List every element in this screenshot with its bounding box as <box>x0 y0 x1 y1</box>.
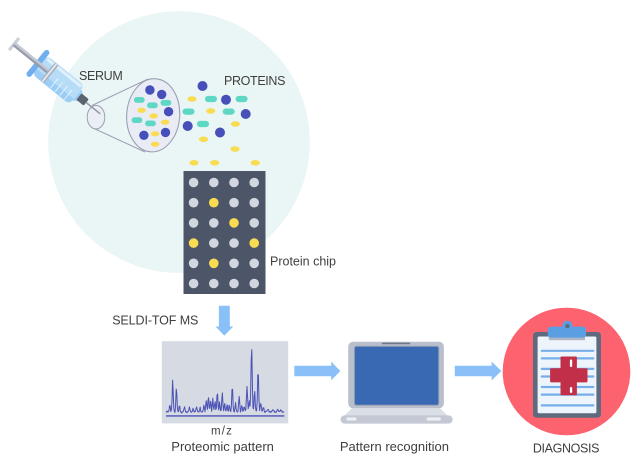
svg-text:SELDI-TOF MS: SELDI-TOF MS <box>112 314 198 328</box>
svg-text:Proteomic pattern: Proteomic pattern <box>171 439 274 454</box>
svg-text:Protein chip: Protein chip <box>270 255 336 269</box>
svg-text:Pattern recognition: Pattern recognition <box>340 439 449 454</box>
svg-text:SERUM: SERUM <box>79 69 122 83</box>
svg-text:m/z: m/z <box>211 426 233 438</box>
svg-text:PROTEINS: PROTEINS <box>224 74 285 88</box>
svg-text:DIAGNOSIS: DIAGNOSIS <box>533 442 599 456</box>
